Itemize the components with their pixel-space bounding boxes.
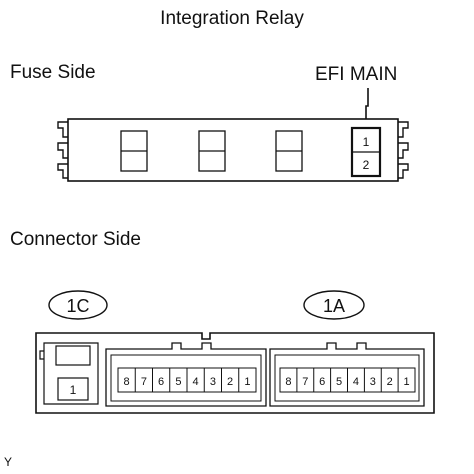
connector-1a-right-pin: 5 xyxy=(336,376,342,388)
fuse-slot xyxy=(275,130,303,172)
connector-1a-right-pin-dividers xyxy=(296,368,399,392)
connector-1c-tag-oval xyxy=(48,290,108,320)
connector-1a-right: 8 7 6 5 4 3 2 1 xyxy=(269,342,425,407)
connector-1c-pin-1: 1 xyxy=(70,383,77,397)
connector-1c-empty-cavity xyxy=(55,345,91,366)
connector-1a-left-pin: 6 xyxy=(158,376,164,388)
fuse-slot xyxy=(198,130,226,172)
connector-housing xyxy=(35,332,435,414)
connector-1a-right-pin: 7 xyxy=(302,376,308,388)
efi-main-label: EFI MAIN xyxy=(315,64,397,85)
connector-1c-tag: 1C xyxy=(66,296,89,316)
connector-1c-pin-cavity xyxy=(57,377,89,401)
efi-main-leader-line xyxy=(365,88,369,128)
fuse-block-body xyxy=(67,118,399,182)
connector-1a-tag: 1A xyxy=(323,296,345,316)
connector-1a-right-pin: 8 xyxy=(285,376,291,388)
footer-code: Y xyxy=(4,455,12,469)
connector-1a-left-pin: 2 xyxy=(227,376,233,388)
connector-1a-left-pin-dividers xyxy=(134,368,240,392)
connector-1c: 1 xyxy=(39,342,99,405)
efi-pin-2: 2 xyxy=(363,158,370,172)
fuse-slot xyxy=(120,130,148,172)
connector-1a-right-pin: 2 xyxy=(387,376,393,388)
efi-pin-1: 1 xyxy=(363,135,370,149)
connector-1a-right-pin: 3 xyxy=(370,376,376,388)
fuse-block-left-clips xyxy=(57,121,68,179)
connector-1a-left: 8 7 6 5 4 3 2 1 xyxy=(105,342,267,407)
connector-1a-right-pin: 1 xyxy=(404,376,410,388)
connector-1a-left-pin: 1 xyxy=(244,376,250,388)
connector-1a-left-pin: 5 xyxy=(175,376,181,388)
connector-1a-right-pin: 4 xyxy=(353,376,359,388)
connector-1a-left-pin: 4 xyxy=(193,376,199,388)
fuse-side-label: Fuse Side xyxy=(10,62,96,83)
fuse-block-right-clips xyxy=(398,121,409,179)
connector-1a-right-pin: 6 xyxy=(319,376,325,388)
connector-1a-left-pin: 3 xyxy=(210,376,216,388)
connector-side-label: Connector Side xyxy=(10,229,141,250)
connector-1a-left-pin: 8 xyxy=(124,376,130,388)
efi-main-fuse: 1 2 xyxy=(350,126,382,178)
diagram-title: Integration Relay xyxy=(160,8,304,29)
connector-1a-tag-oval xyxy=(303,290,365,320)
connector-1a-left-pin: 7 xyxy=(141,376,147,388)
